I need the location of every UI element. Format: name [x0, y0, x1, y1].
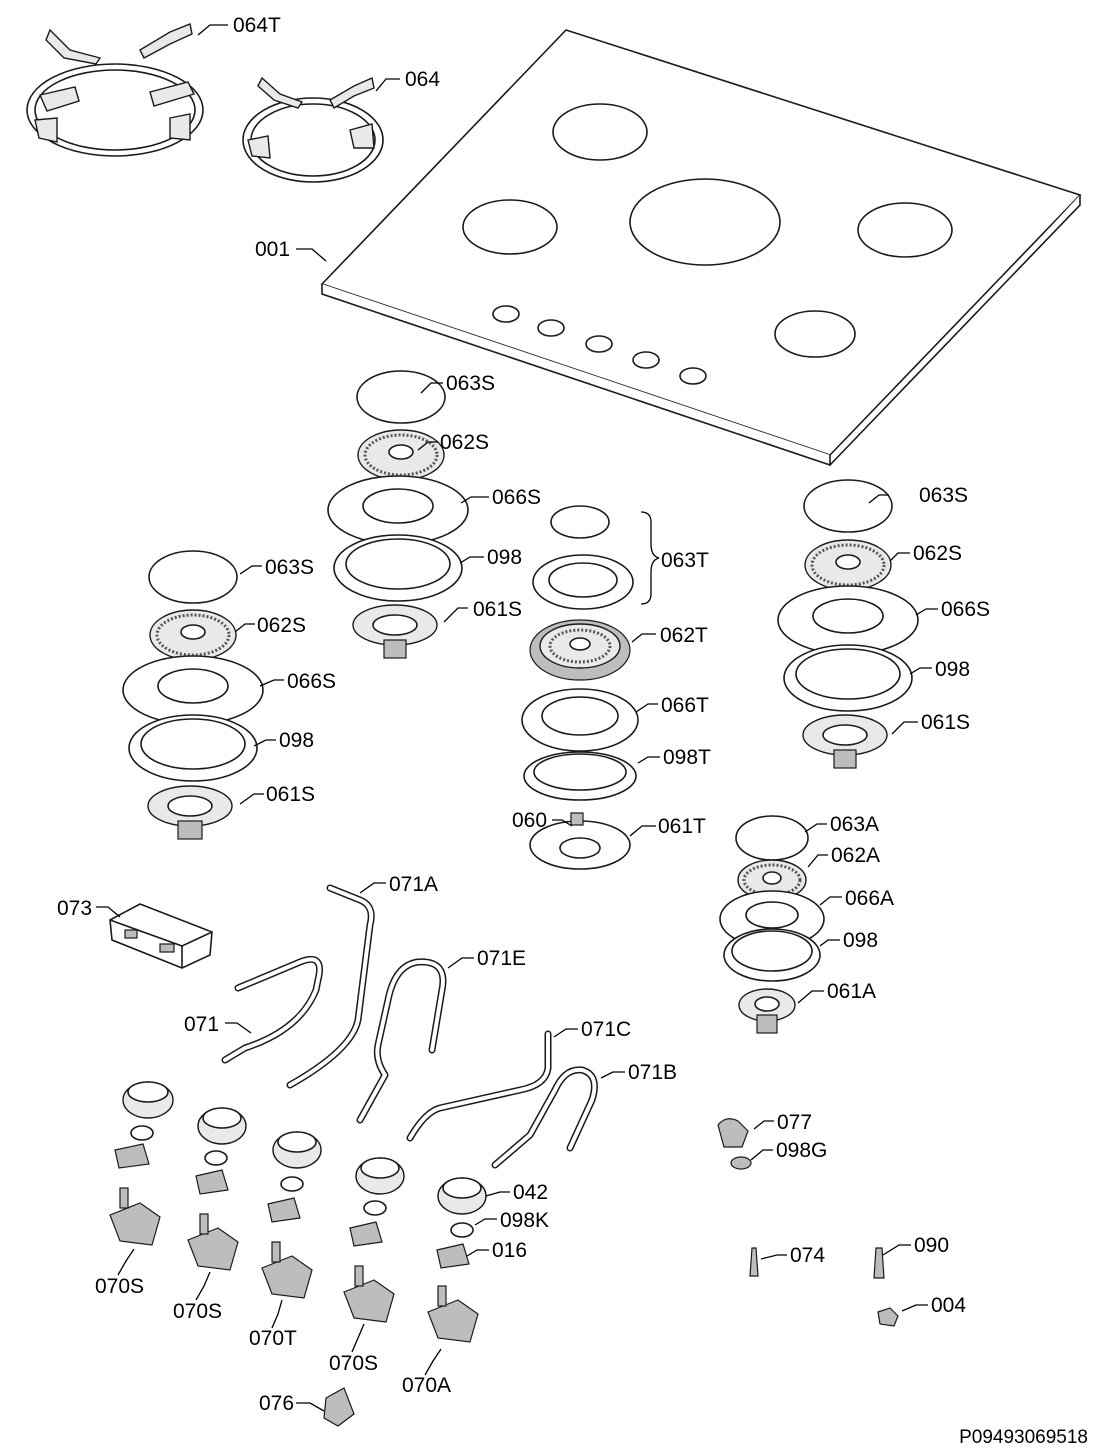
burner-stack-aux [719, 815, 825, 1034]
label-001: 001 [255, 238, 290, 261]
knob-column-1 [109, 1081, 174, 1246]
pan-support-064 [242, 76, 384, 183]
label-016: 016 [492, 1239, 527, 1262]
label-062T: 062T [660, 624, 708, 647]
label-098G: 098G [776, 1139, 827, 1162]
small-parts [323, 1118, 899, 1427]
label-077: 077 [777, 1111, 812, 1134]
label-063S: 063S [919, 484, 968, 507]
burner-stack-c [777, 479, 919, 769]
label-076: 076 [259, 1392, 294, 1415]
label-071E: 071E [477, 947, 526, 970]
label-062S: 062S [913, 542, 962, 565]
label-060: 060 [512, 809, 547, 832]
label-070A: 070A [402, 1374, 451, 1397]
label-063A: 063A [830, 813, 879, 836]
label-061S: 061S [473, 598, 522, 621]
label-062A: 062A [831, 844, 880, 867]
label-062S: 062S [257, 614, 306, 637]
label-061S: 061S [921, 711, 970, 734]
label-061A: 061A [827, 980, 876, 1003]
label-061S: 061S [266, 783, 315, 806]
label-098: 098 [487, 546, 522, 569]
label-042: 042 [513, 1181, 548, 1204]
label-063S: 063S [446, 372, 495, 395]
label-071A: 071A [389, 873, 438, 896]
knob-column-2 [187, 1107, 247, 1271]
label-070S: 070S [95, 1275, 144, 1298]
label-061T: 061T [658, 815, 706, 838]
label-063T: 063T [661, 549, 709, 572]
label-066A: 066A [845, 887, 894, 910]
label-090: 090 [914, 1234, 949, 1257]
label-074: 074 [790, 1244, 825, 1267]
leader-lines [96, 24, 938, 1412]
brace-063T [640, 511, 660, 605]
label-064: 064 [405, 68, 440, 91]
label-070S: 070S [329, 1352, 378, 1375]
burner-stack-b [327, 370, 469, 659]
gas-pipes [221, 884, 598, 1169]
part-labels: 064T 064 001 063S 062S 066S 098 061S 063… [57, 14, 990, 1415]
label-066S: 066S [492, 486, 541, 509]
burner-stack-a [122, 550, 264, 840]
label-063S: 063S [265, 556, 314, 579]
label-070S: 070S [173, 1300, 222, 1323]
hob-glass-top-001 [320, 29, 1082, 467]
label-070T: 070T [249, 1327, 297, 1350]
label-098K: 098K [500, 1209, 549, 1232]
label-004: 004 [931, 1294, 966, 1317]
label-062S: 062S [440, 431, 489, 454]
label-071C: 071C [581, 1018, 631, 1041]
label-064T: 064T [233, 14, 281, 37]
label-066S: 066S [287, 670, 336, 693]
label-098: 098 [935, 658, 970, 681]
label-071: 071 [184, 1013, 219, 1036]
ignition-generator-073 [109, 903, 213, 969]
pan-support-064T [26, 23, 204, 157]
label-066T: 066T [661, 694, 709, 717]
label-071B: 071B [628, 1061, 677, 1084]
label-066S: 066S [941, 598, 990, 621]
label-073: 073 [57, 897, 92, 920]
burner-stack-triple [521, 505, 639, 870]
drawing-number: P09493069518 [959, 1427, 1088, 1448]
knob-column-4 [343, 1157, 405, 1323]
label-098: 098 [279, 729, 314, 752]
knob-column-5 [427, 1177, 487, 1343]
label-098: 098 [843, 929, 878, 952]
label-098T: 098T [663, 746, 711, 769]
knob-column-3 [261, 1131, 322, 1299]
